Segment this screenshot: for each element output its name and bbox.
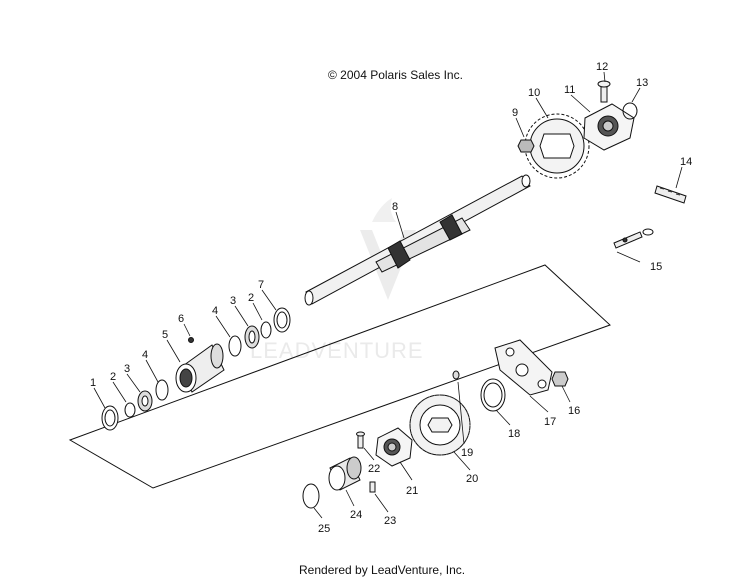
callout-24: 24 bbox=[350, 509, 362, 521]
bearings-upper bbox=[228, 307, 291, 357]
callout-10: 10 bbox=[528, 87, 540, 99]
callout-4-upper: 4 bbox=[212, 305, 218, 317]
copyright-text: © 2004 Polaris Sales Inc. bbox=[328, 68, 463, 82]
callout-15: 15 bbox=[650, 261, 662, 273]
leader-lines bbox=[93, 71, 683, 519]
leader-15 bbox=[616, 251, 641, 263]
callout-20: 20 bbox=[466, 473, 478, 485]
disc-hub-assembly bbox=[302, 427, 413, 509]
sprocket-hub bbox=[583, 103, 635, 151]
callout-1: 1 bbox=[90, 377, 96, 389]
callout-13: 13 bbox=[636, 77, 648, 89]
callout-23: 23 bbox=[384, 515, 396, 527]
callout-12: 12 bbox=[596, 61, 608, 73]
callout-2-upper: 2 bbox=[248, 292, 254, 304]
callout-3-upper: 3 bbox=[230, 295, 236, 307]
callout-numbers: 1 2 3 4 5 6 4 3 2 7 8 9 10 11 12 13 14 1… bbox=[90, 61, 692, 535]
callout-7: 7 bbox=[258, 279, 264, 291]
callout-21: 21 bbox=[406, 485, 418, 497]
small-hardware-top bbox=[517, 80, 638, 153]
sprocket bbox=[524, 113, 590, 179]
callout-14: 14 bbox=[680, 156, 692, 168]
brake-disc bbox=[409, 394, 471, 456]
callout-19: 19 bbox=[461, 447, 473, 459]
callout-3: 3 bbox=[124, 363, 130, 375]
callout-5: 5 bbox=[162, 329, 168, 341]
callout-25: 25 bbox=[318, 523, 330, 535]
callout-18: 18 bbox=[508, 428, 520, 440]
axle-shaft bbox=[304, 174, 531, 306]
callout-9: 9 bbox=[512, 107, 518, 119]
callout-2: 2 bbox=[110, 371, 116, 383]
callout-16: 16 bbox=[568, 405, 580, 417]
callout-8: 8 bbox=[392, 201, 398, 213]
footer-credit: Rendered by LeadVenture, Inc. bbox=[299, 563, 466, 577]
assembly-frame bbox=[68, 264, 611, 489]
callout-11: 11 bbox=[564, 84, 575, 96]
bearing-housing bbox=[175, 337, 225, 393]
bearings-lower bbox=[101, 379, 169, 431]
callout-4: 4 bbox=[142, 349, 148, 361]
chain-link-hardware bbox=[613, 185, 687, 249]
caliper-bracket bbox=[452, 339, 569, 412]
callout-22: 22 bbox=[368, 463, 380, 475]
callout-17: 17 bbox=[544, 416, 556, 428]
callout-6: 6 bbox=[178, 313, 184, 325]
